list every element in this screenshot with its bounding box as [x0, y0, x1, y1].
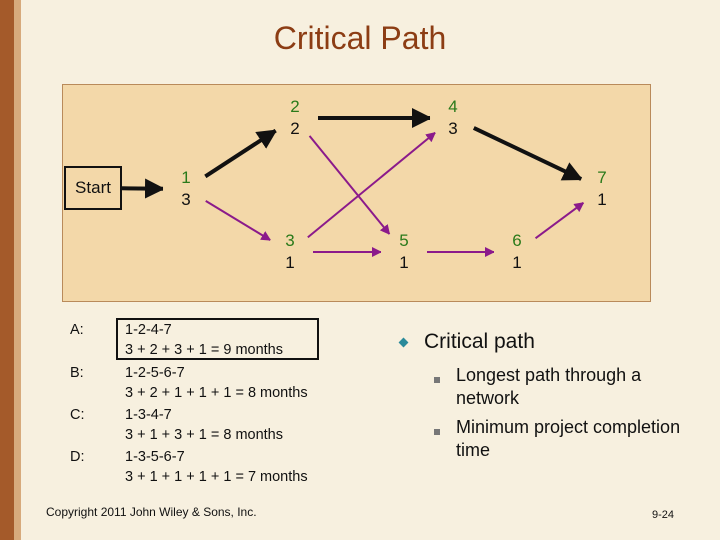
node-2-duration: 2: [290, 119, 300, 138]
path-key: B:: [70, 365, 84, 381]
node-7: 7 1: [579, 166, 625, 212]
bullet-square-icon: [434, 429, 440, 435]
path-calculation: 3 + 2 + 3 + 1 = 9 months: [125, 342, 283, 358]
critical-path-point-2: Minimum project completion time: [456, 417, 681, 460]
edge-2-to-5: [308, 135, 391, 235]
node-2-number: 2: [290, 97, 300, 116]
node-5-number: 5: [399, 231, 409, 250]
node-4-number: 4: [448, 97, 458, 116]
node-7-number: 7: [597, 168, 607, 187]
node-1-duration: 3: [181, 190, 191, 209]
node-4-duration: 3: [448, 119, 458, 138]
node-3-duration: 1: [285, 253, 295, 272]
path-sequence: 1-2-4-7: [125, 322, 172, 338]
node-6-number: 6: [512, 231, 522, 250]
edge-1-to-3: [205, 200, 272, 241]
node-3: 3 1: [267, 229, 313, 275]
left-stripe-dark: [0, 0, 14, 540]
node-6-duration: 1: [512, 253, 522, 272]
edge-6-to-7: [534, 201, 585, 240]
critical-path-highlight-box: [116, 318, 319, 360]
path-key: A:: [70, 322, 84, 338]
left-stripe-light: [14, 0, 21, 540]
path-key: D:: [70, 449, 85, 465]
path-calculation: 3 + 1 + 1 + 1 + 1 = 7 months: [125, 469, 308, 485]
node-2: 2 2: [272, 95, 318, 141]
node-6: 6 1: [494, 229, 540, 275]
copyright-text: Copyright 2011 John Wiley & Sons, Inc.: [46, 505, 257, 519]
node-1-number: 1: [181, 168, 191, 187]
path-sequence: 1-3-4-7: [125, 407, 172, 423]
node-4: 4 3: [430, 95, 476, 141]
edge-1-to-2: [204, 128, 278, 179]
node-5: 5 1: [381, 229, 427, 275]
path-key: C:: [70, 407, 85, 423]
node-5-duration: 1: [399, 253, 409, 272]
path-sequence: 1-3-5-6-7: [125, 449, 185, 465]
path-sequence: 1-2-5-6-7: [125, 365, 185, 381]
node-7-duration: 1: [597, 190, 607, 209]
start-node: Start: [64, 166, 122, 210]
edge-3-to-4: [307, 131, 437, 239]
node-3-number: 3: [285, 231, 295, 250]
path-calculation: 3 + 1 + 3 + 1 = 8 months: [125, 427, 283, 443]
node-1: 1 3: [163, 166, 209, 212]
critical-path-point-1: Longest path through a network: [456, 365, 642, 408]
path-calculation: 3 + 2 + 1 + 1 + 1 = 8 months: [125, 385, 308, 401]
edge-4-to-7: [472, 126, 584, 181]
page-number: 9-24: [652, 509, 675, 521]
slide-title: Critical Path: [273, 20, 447, 56]
bullet-square-icon: [434, 377, 440, 383]
